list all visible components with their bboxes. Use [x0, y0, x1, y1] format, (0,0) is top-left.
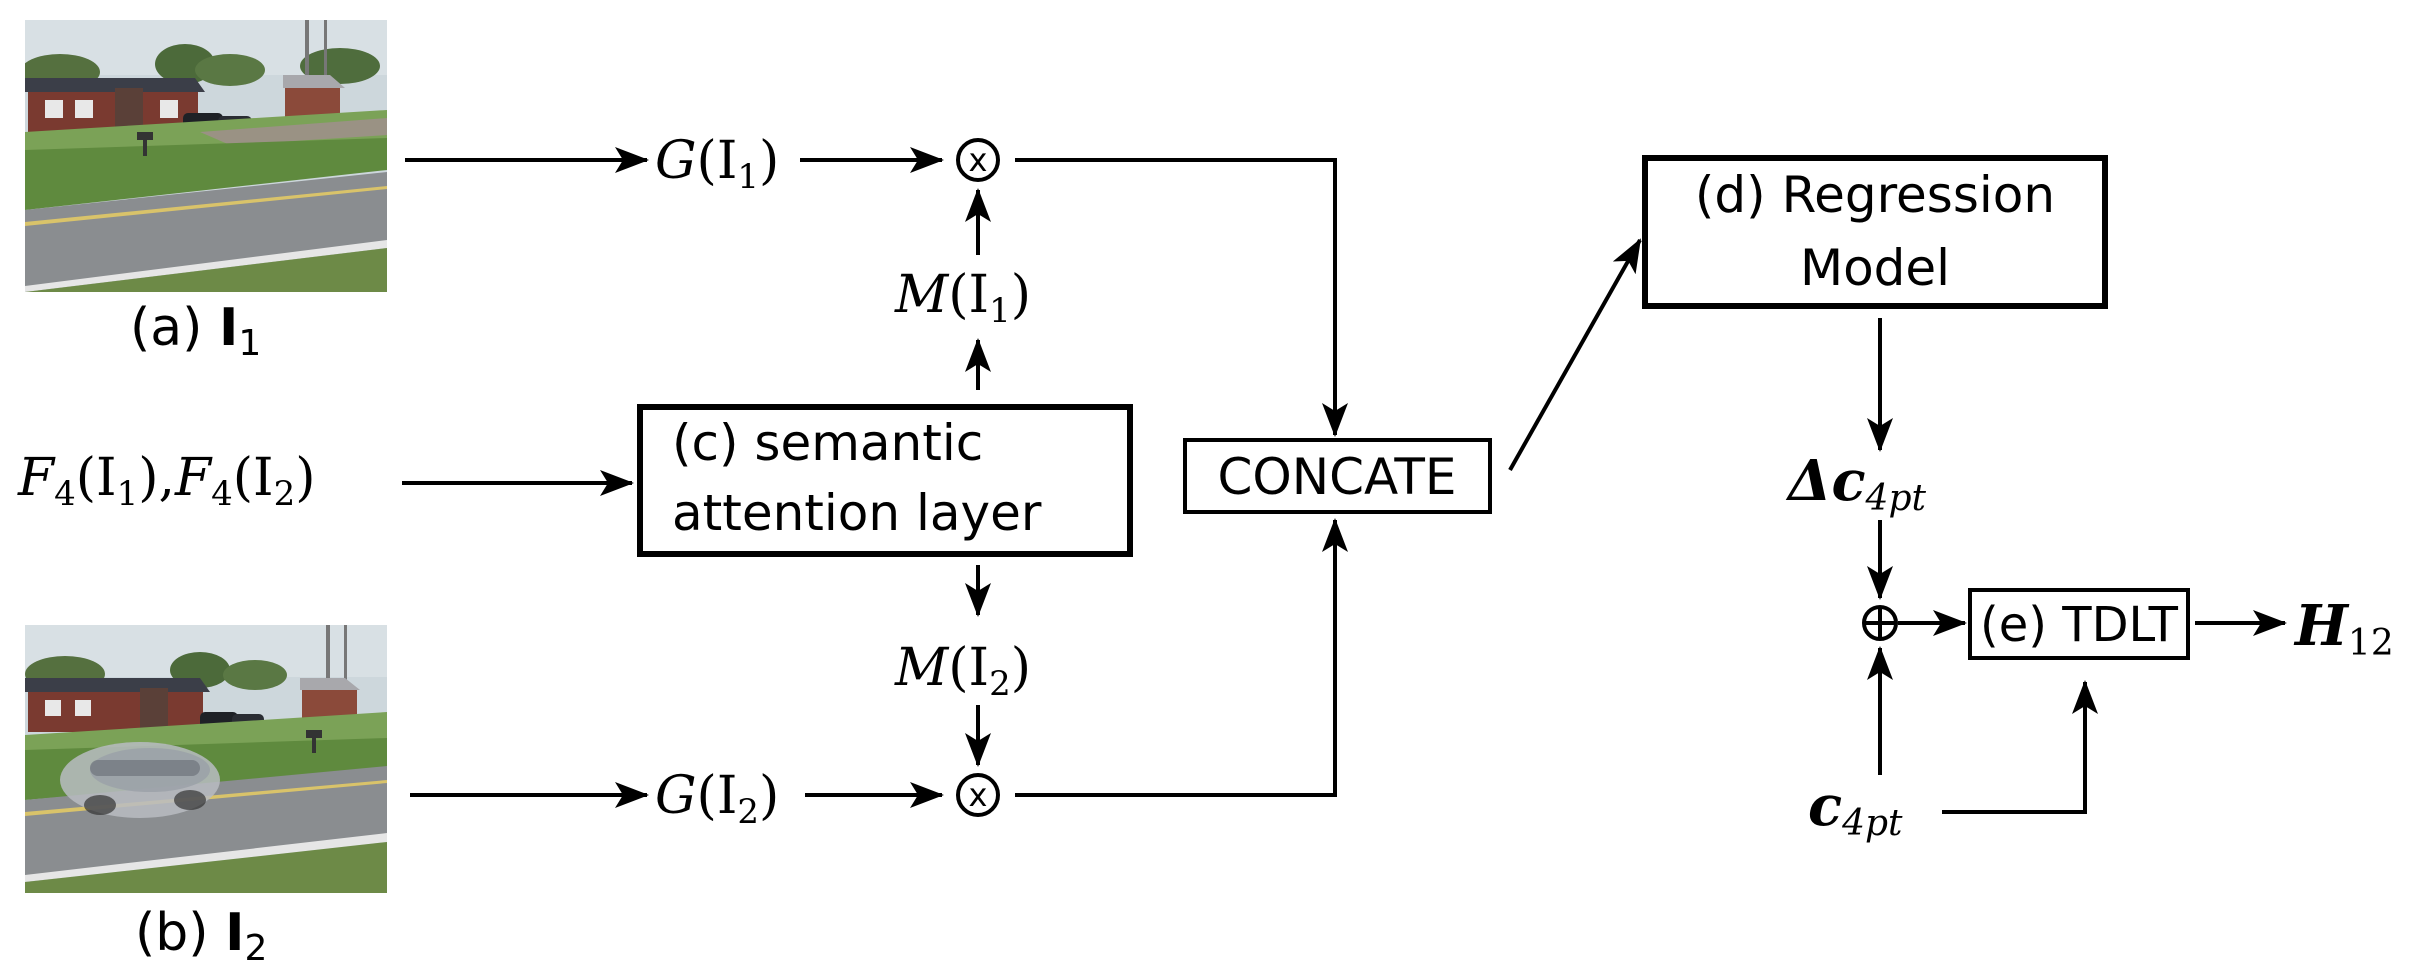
g1-label: G(I1)	[655, 131, 779, 197]
regression-label-line1: (d) Regression	[1695, 166, 2055, 224]
connectors	[402, 147, 2287, 814]
arrow-c4pt-to-tdlt	[1942, 680, 2098, 814]
multiply-icon-2: x	[969, 776, 988, 814]
regression-label-line2: Model	[1800, 239, 1950, 297]
multiply-node-1: x	[956, 138, 1000, 182]
output-h12-label: H12	[2293, 593, 2394, 664]
frame-caption-2: (b) I2	[135, 903, 267, 969]
tdlt-label: (e) TDLT	[1980, 597, 2179, 653]
tdlt-box: (e) TDLT	[1968, 588, 2190, 660]
delta-c4pt-label: Δc4pt	[1785, 448, 1926, 519]
regression-model-box: (d) Regression Model	[1642, 155, 2108, 309]
g2-label: G(I2)	[655, 766, 779, 832]
m2-label: M(I2)	[894, 638, 1031, 704]
multiply-icon-1: x	[969, 141, 988, 179]
frame-caption-1: (a) I1	[130, 298, 261, 364]
attention-label-line1: (c) semantic	[672, 414, 983, 472]
feature-input-label: F4(I1),F4(I2)	[17, 448, 316, 514]
arrow-concate-to-regression	[1508, 238, 1642, 471]
arrow-mult1-to-concate	[1015, 158, 1348, 437]
frame-image-1	[25, 20, 387, 292]
m1-label: M(I1)	[894, 265, 1031, 331]
attention-label-line2: attention layer	[672, 484, 1042, 542]
frame-image-2	[25, 625, 387, 893]
arrow-mult2-to-concate	[1015, 518, 1348, 797]
multiply-node-2: x	[956, 773, 1000, 817]
c4pt-label: c4pt	[1808, 773, 1903, 844]
concate-label: CONCATE	[1217, 448, 1456, 506]
sum-node	[1862, 605, 1898, 641]
attention-layer-box: (c) semantic attention layer	[637, 404, 1133, 557]
concate-box: CONCATE	[1183, 438, 1492, 514]
